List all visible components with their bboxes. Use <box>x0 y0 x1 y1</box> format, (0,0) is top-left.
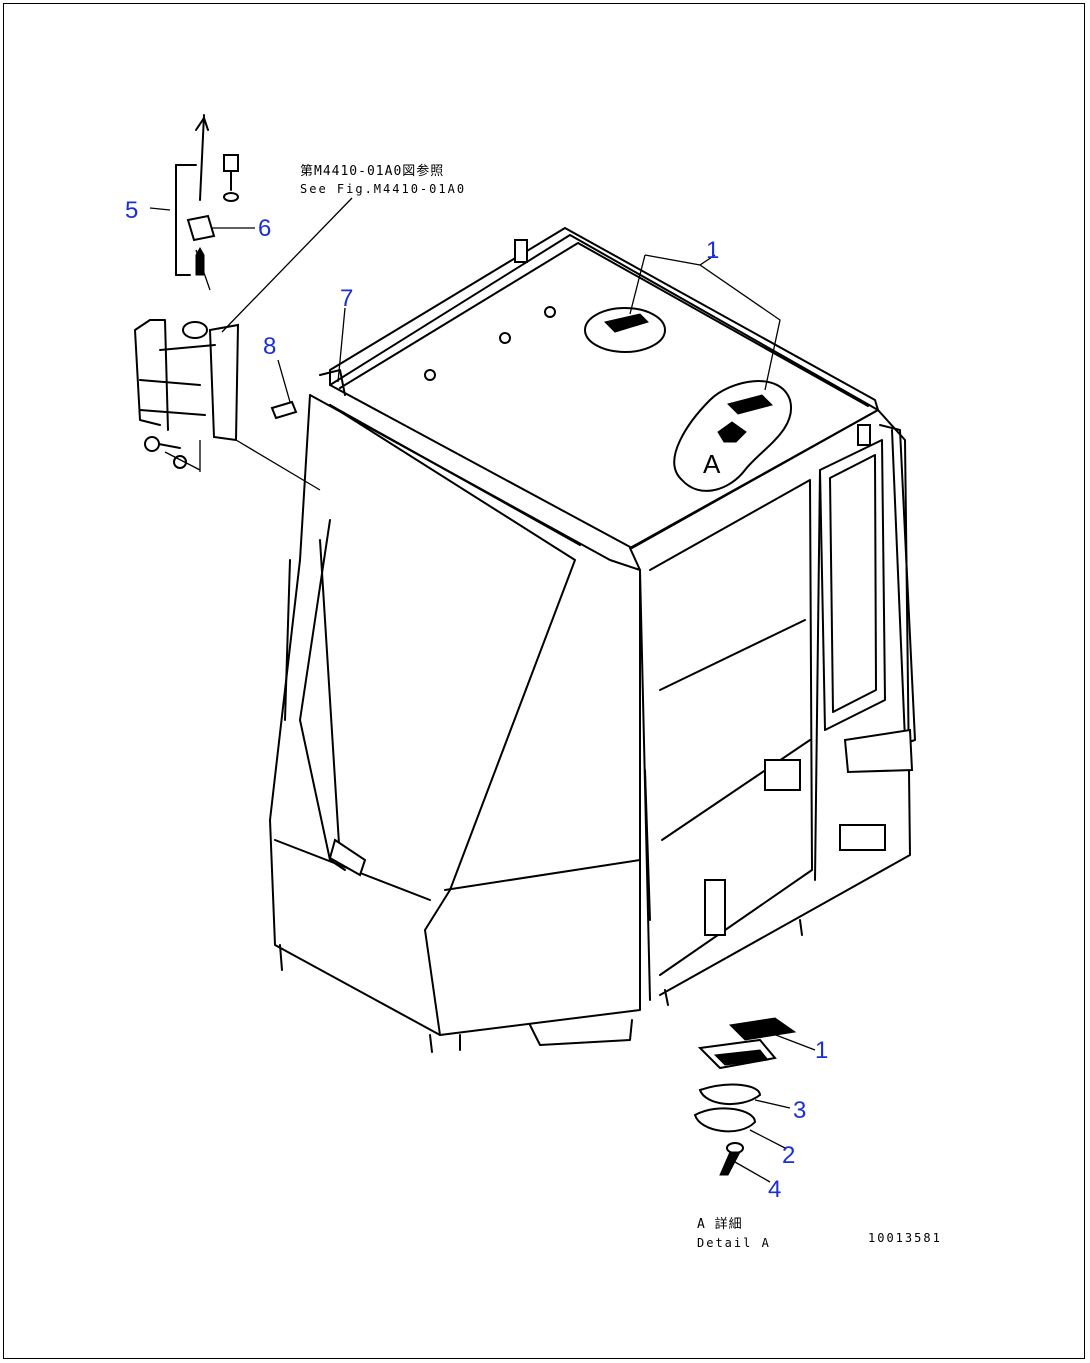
drawing-frame <box>3 3 1085 1359</box>
view-marker-a: A <box>703 449 721 479</box>
detail-caption-en: Detail A <box>697 1236 771 1250</box>
drawing-number: 10013581 <box>868 1231 942 1245</box>
callout-7: 7 <box>340 285 353 312</box>
reference-leader <box>221 197 353 333</box>
callout-8: 8 <box>263 333 276 360</box>
callout-2: 2 <box>782 1142 795 1169</box>
reference-note-en: See Fig.M4410-01A0 <box>300 182 466 196</box>
callout-1-detail: 1 <box>815 1037 828 1064</box>
cab-body <box>269 227 916 1053</box>
callout-leaders <box>149 207 781 403</box>
callout-6: 6 <box>258 215 271 242</box>
detail-a-exploded <box>693 1017 816 1183</box>
detail-caption-jp: A 詳細 <box>697 1216 743 1232</box>
antenna-assembly <box>134 114 321 491</box>
reference-note-jp: 第M4410-01A0図参照 <box>300 163 444 179</box>
roof-detail-bubbles: A <box>584 307 793 492</box>
callout-1-roof: 1 <box>706 237 719 264</box>
callout-4: 4 <box>768 1176 781 1203</box>
callout-5: 5 <box>125 197 138 224</box>
callout-3: 3 <box>793 1097 806 1124</box>
